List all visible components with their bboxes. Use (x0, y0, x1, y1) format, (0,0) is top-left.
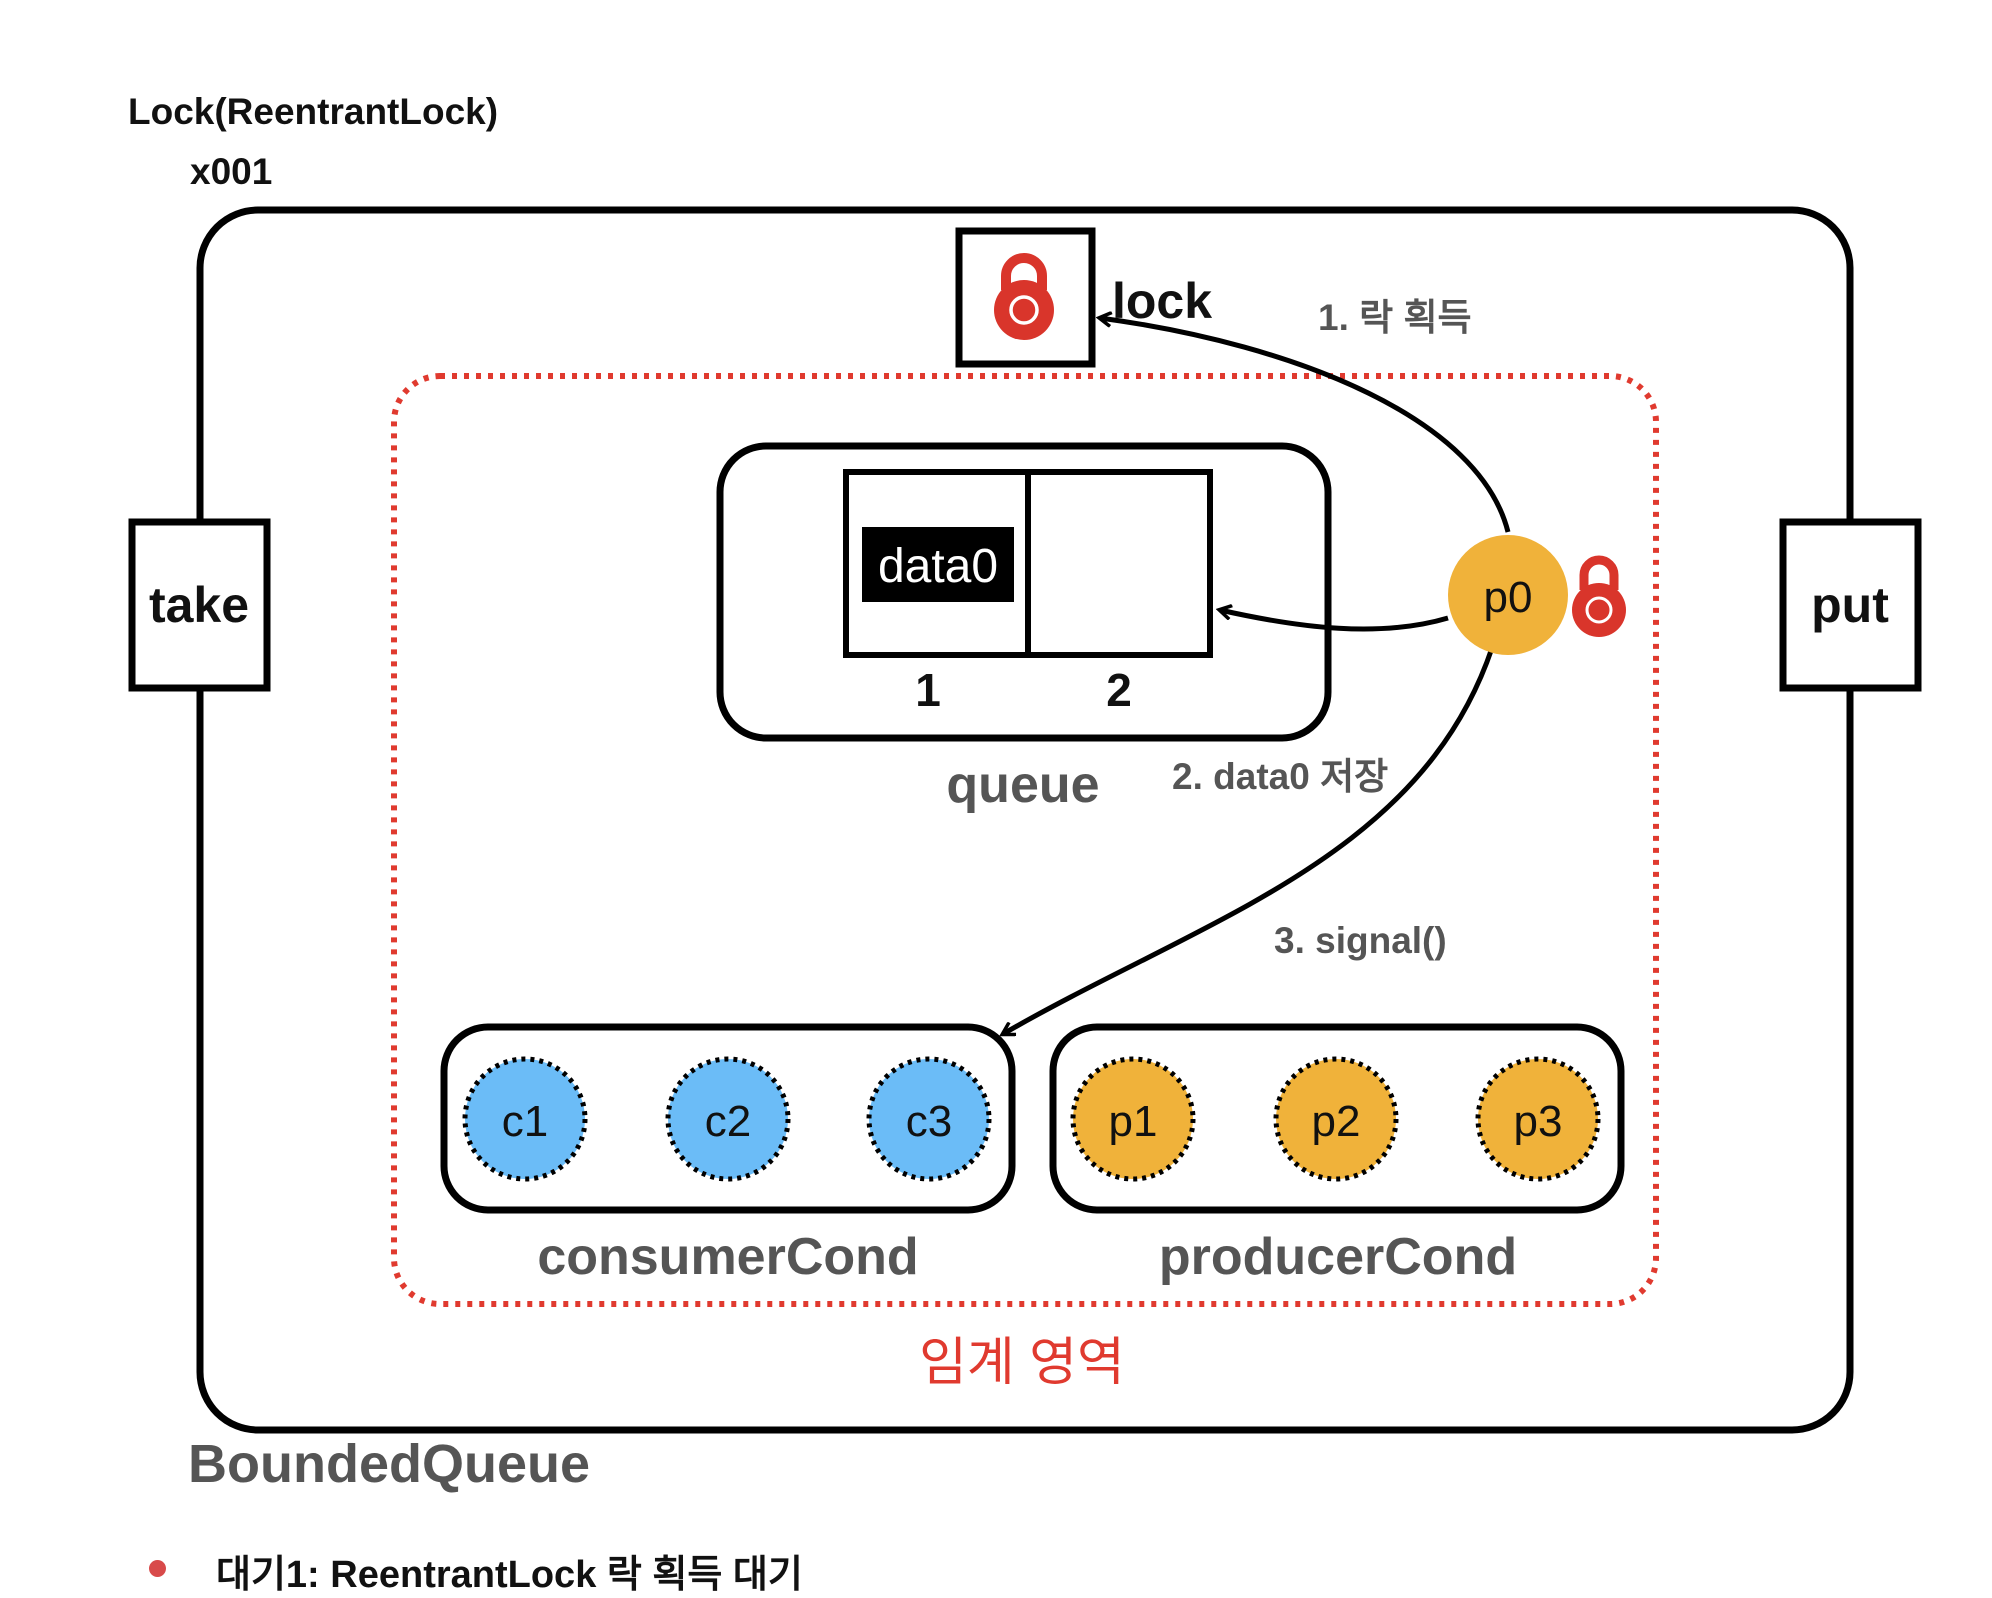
padlock-icon (994, 253, 1054, 340)
lock-class-label: Lock(ReentrantLock) (128, 91, 498, 132)
critical-section-label: 임계 영역 (919, 1334, 1125, 1392)
thread-p0-label: p0 (1484, 573, 1533, 622)
step-1-label: 1. 락 획득 (1318, 297, 1472, 338)
thread-p1: p1 (1070, 1056, 1196, 1182)
producer-cond-label: producerCond (1159, 1228, 1517, 1286)
thread-p1-label: p1 (1109, 1097, 1158, 1146)
bounded-queue-box (196, 206, 1854, 1434)
thread-c2-label: c2 (705, 1097, 751, 1146)
queue-slot-2-index: 2 (1106, 664, 1132, 716)
critical-section-border (391, 373, 1659, 1307)
put-method-label: put (1811, 577, 1889, 633)
arrow-signal (1003, 647, 1495, 1034)
arrow-acquire-lock (1100, 318, 1511, 533)
lock-ref-label: x001 (190, 151, 272, 192)
thread-p0: p0 (1448, 535, 1568, 655)
bullet-dot (149, 1560, 166, 1577)
take-method-box (128, 518, 271, 692)
thread-p2: p2 (1273, 1056, 1399, 1182)
step-2-label: 2. data0 저장 (1172, 756, 1388, 797)
data0-cell (862, 527, 1014, 602)
thread-c1-label: c1 (502, 1097, 548, 1146)
queue-slot-1-value: data0 (878, 540, 998, 593)
thread-p3-label: p3 (1514, 1097, 1563, 1146)
note-text: 대기1: ReentrantLock 락 획득 대기 (216, 1554, 803, 1596)
consumer-cond-label: consumerCond (537, 1228, 918, 1286)
lock-label: lock (1112, 273, 1212, 329)
put-method-box (1779, 518, 1922, 692)
arrow-store-data (1220, 610, 1449, 632)
thread-p2-label: p2 (1312, 1097, 1361, 1146)
thread-c3: c3 (866, 1056, 992, 1182)
queue-slot-2 (1025, 469, 1213, 658)
thread-c2: c2 (665, 1056, 791, 1182)
thread-p3: p3 (1475, 1056, 1601, 1182)
thread-c3-label: c3 (906, 1097, 952, 1146)
thread-c1: c1 (462, 1056, 588, 1182)
bounded-queue-label: BoundedQueue (188, 1434, 590, 1494)
queue-slot-1-index: 1 (915, 664, 941, 716)
take-method-label: take (149, 577, 249, 633)
queue-label: queue (946, 756, 1099, 814)
step-3-label: 3. signal() (1274, 920, 1447, 961)
padlock-held-icon (1572, 555, 1626, 637)
